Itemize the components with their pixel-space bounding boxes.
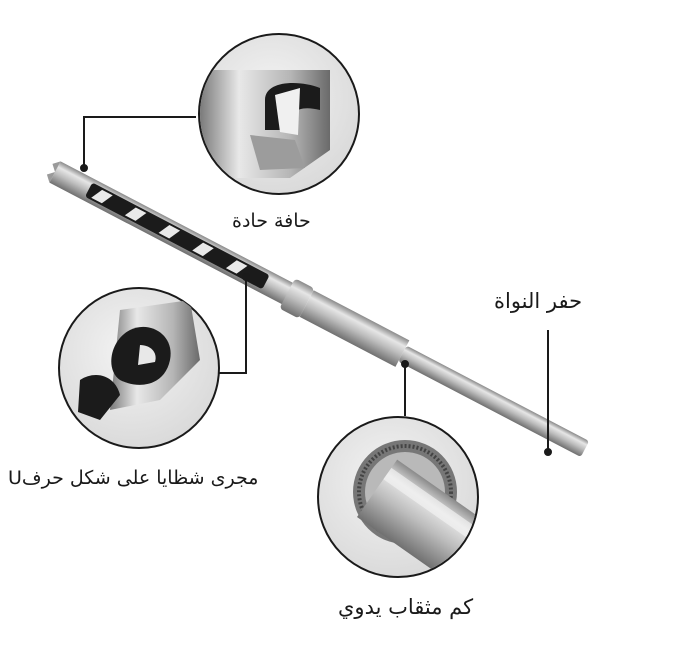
detail-circle-drill-sleeve	[317, 416, 479, 578]
detail-circle-chip-groove	[58, 287, 220, 449]
label-chip-groove: مجرى شظايا على شكل حرفU	[8, 467, 259, 489]
chisel-tip	[46, 161, 61, 183]
chisel-window	[86, 183, 269, 289]
label-shank: حفر النواة	[494, 289, 583, 313]
mortise-chisel-tool	[46, 161, 589, 456]
label-drill-sleeve: كم مثقاب يدوي	[338, 595, 474, 619]
collar	[280, 279, 314, 318]
auger-bit	[91, 189, 248, 274]
shank	[399, 346, 589, 456]
leader-chip-groove	[218, 277, 247, 374]
leader-lines	[80, 116, 552, 456]
leader-sharp-edge	[83, 116, 196, 168]
sleeve	[299, 290, 410, 367]
label-sharp-edge: حافة حادة	[232, 210, 311, 232]
detail-circle-sharp-edge	[198, 33, 360, 195]
